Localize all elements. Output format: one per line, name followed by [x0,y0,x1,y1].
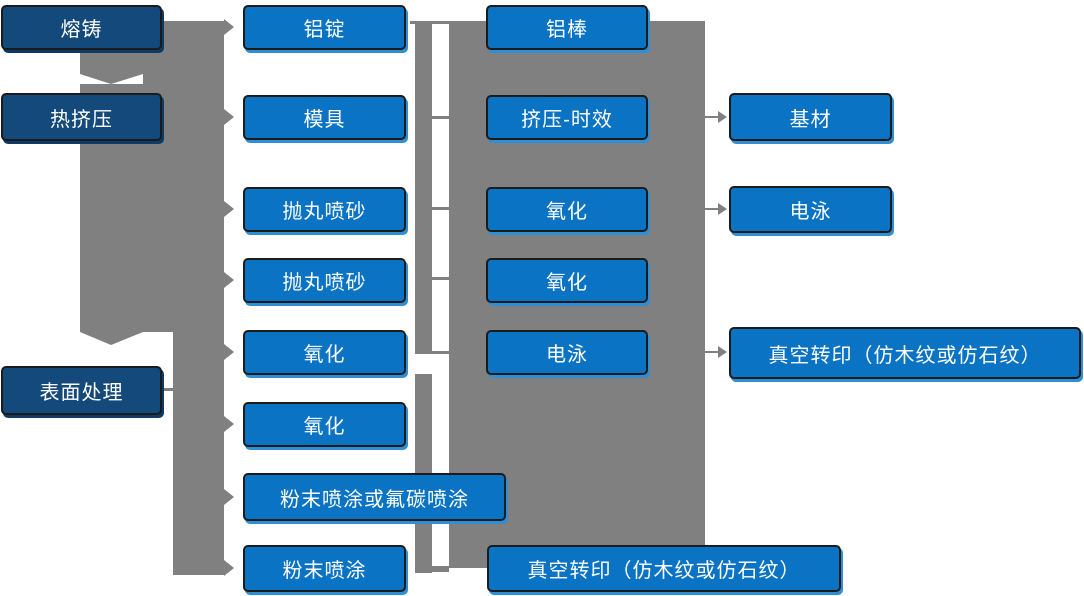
node-electrophoresis-2: 电泳 [729,186,892,233]
node-base-material: 基材 [729,93,892,141]
node-oxidation-1: 氧化 [243,330,406,375]
right-arrow-icon [224,109,234,125]
left-connector-panel-lower [173,332,224,575]
node-label: 氧化 [303,344,346,366]
node-label: 氧化 [303,416,346,438]
node-label: 抛丸喷砂 [282,201,367,223]
mid-tie-line [432,351,449,354]
node-label: 粉末喷涂 [282,560,367,582]
node-label: 挤压-时效 [521,109,613,131]
right-arrow-icon [224,560,234,576]
node-oxidation-3: 氧化 [486,187,648,232]
node-label: 氧化 [546,272,588,294]
node-powder-coating: 粉末喷涂 [243,545,406,592]
right-arrow-icon [224,272,234,288]
node-melt: 熔铸 [1,5,162,50]
left-connector-panel-upper [80,21,224,332]
mid-vertical-bar-upper [415,21,432,354]
node-al-rod: 铝棒 [486,5,648,50]
node-label: 表面处理 [39,382,124,404]
node-vacuum-transfer-2: 真空转印（仿木纹或仿石纹） [729,327,1081,379]
node-powder-or-fluorocarbon: 粉末喷涂或氟碳喷涂 [243,473,506,521]
right-arrow-icon [224,344,234,360]
right-arrow-icon [224,201,234,217]
arrow-shaft [704,116,719,118]
mid-tie-line [432,277,449,280]
node-label: 铝锭 [303,19,346,41]
right-arrow-icon [224,489,234,505]
right-arrow-icon [224,416,234,432]
node-label: 热挤压 [50,108,113,131]
down-arrow-icon [80,332,143,345]
node-label: 铝棒 [546,19,588,41]
down-arrow-icon [80,74,143,84]
node-vacuum-transfer-1: 真空转印（仿木纹或仿石纹） [487,545,841,592]
node-label: 氧化 [546,201,588,223]
node-label: 真空转印（仿木纹或仿石纹） [527,560,801,582]
node-label: 基材 [789,108,832,131]
node-electrophoresis-1: 电泳 [486,330,648,375]
mid-tie-line [432,116,449,119]
mid-tie-line [432,566,449,572]
arrow-shaft [704,208,719,210]
node-label: 抛丸喷砂 [282,272,367,294]
node-label: 熔铸 [60,19,103,41]
right-arrow-icon [718,346,727,358]
node-oxidation-4: 氧化 [486,258,648,303]
node-hot-extrusion: 热挤压 [1,93,162,141]
node-al-ingot: 铝锭 [243,5,406,50]
node-label: 电泳 [546,344,588,366]
node-label: 真空转印（仿木纹或仿石纹） [768,344,1042,367]
node-label: 模具 [303,109,346,131]
node-label: 粉末喷涂或氟碳喷涂 [280,488,469,511]
node-oxidation-2: 氧化 [243,402,406,447]
node-label: 电泳 [789,201,832,223]
node-extrusion-aging: 挤压-时效 [486,95,648,140]
surface-treatment-tie-line [163,388,175,391]
node-surface-treatment: 表面处理 [1,366,162,415]
node-shot-blast-2: 抛丸喷砂 [243,258,406,303]
node-shot-blast-1: 抛丸喷砂 [243,187,406,232]
node-mold: 模具 [243,95,406,140]
right-arrow-icon [224,19,234,35]
right-arrow-icon [718,111,727,123]
right-arrow-icon [718,203,727,215]
mid-tie-line [432,207,449,210]
arrow-shaft [704,351,719,353]
